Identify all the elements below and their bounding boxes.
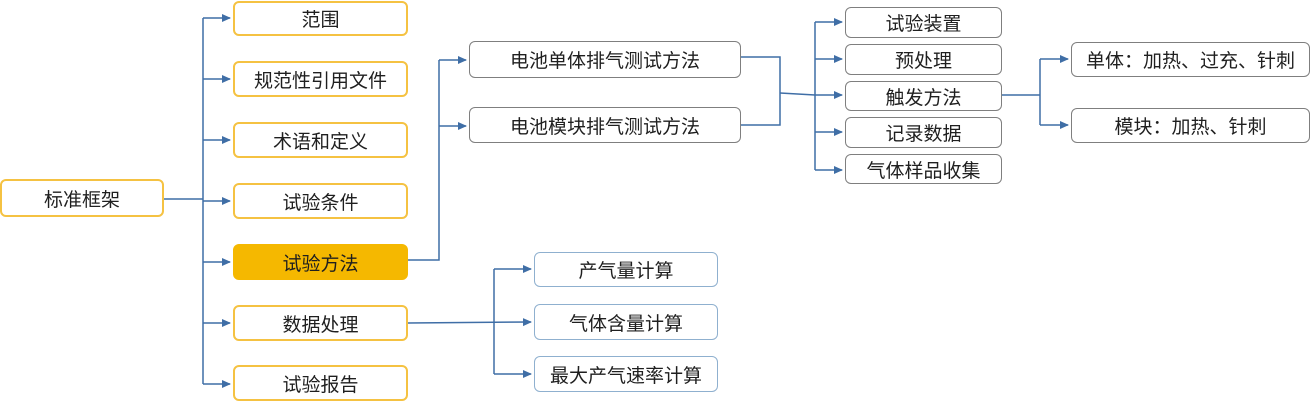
section-normative-references: 规范性引用文件 [233,61,408,97]
step-label: 触发方法 [885,86,962,109]
calc-gas-volume: 产气量计算 [534,252,718,287]
section-data-processing: 数据处理 [233,305,408,341]
calc-label: 产气量计算 [578,260,674,282]
step-record-data: 记录数据 [845,117,1002,148]
step-label: 预处理 [894,50,952,72]
method-cell-venting: 电池单体排气测试方法 [469,41,741,78]
method-module-venting: 电池模块排气测试方法 [469,107,741,143]
calc-connector [407,318,532,327]
calc-max-gas-rate: 最大产气速率计算 [534,356,718,392]
trigger-module: 模块：加热、针刺 [1071,108,1310,143]
calc-gas-content: 气体含量计算 [534,304,718,340]
section-label: 规范性引用文件 [253,69,387,92]
section-test-conditions: 试验条件 [233,183,408,219]
trigger-cell: 单体：加热、过充、针刺 [1071,42,1310,77]
section-label: 数据处理 [282,313,359,336]
section-label: 试验方法 [282,252,359,275]
section-test-method: 试验方法 [233,244,408,280]
section-label: 试验条件 [282,191,359,214]
section-label: 范围 [301,9,340,31]
step-trigger-method: 触发方法 [845,81,1002,111]
calc-label: 最大产气速率计算 [549,364,702,387]
trigger-label: 单体：加热、过充、针刺 [1085,50,1295,72]
step-apparatus: 试验装置 [845,7,1002,38]
section-terms-definitions: 术语和定义 [233,122,408,158]
root-node: 标准框架 [0,179,164,217]
step-label: 气体样品收集 [866,159,981,182]
root-label: 标准框架 [43,188,120,211]
method-connector [408,60,440,261]
trigger-label: 模块：加热、针刺 [1114,116,1267,138]
method-label: 电池单体排气测试方法 [509,50,700,72]
step-gas-sampling: 气体样品收集 [845,154,1002,184]
step-pretreatment: 预处理 [845,44,1002,75]
step-label: 试验装置 [885,13,962,35]
section-scope: 范围 [233,1,408,36]
section-test-report: 试验报告 [233,365,408,401]
step-label: 记录数据 [885,123,962,145]
steps-feed [779,92,816,96]
calc-label: 气体含量计算 [568,312,683,335]
section-label: 术语和定义 [272,130,368,153]
connectors [164,14,1069,388]
method-label: 电池模块排气测试方法 [509,115,700,138]
steps-merge [741,56,781,126]
section-label: 试验报告 [282,373,359,396]
